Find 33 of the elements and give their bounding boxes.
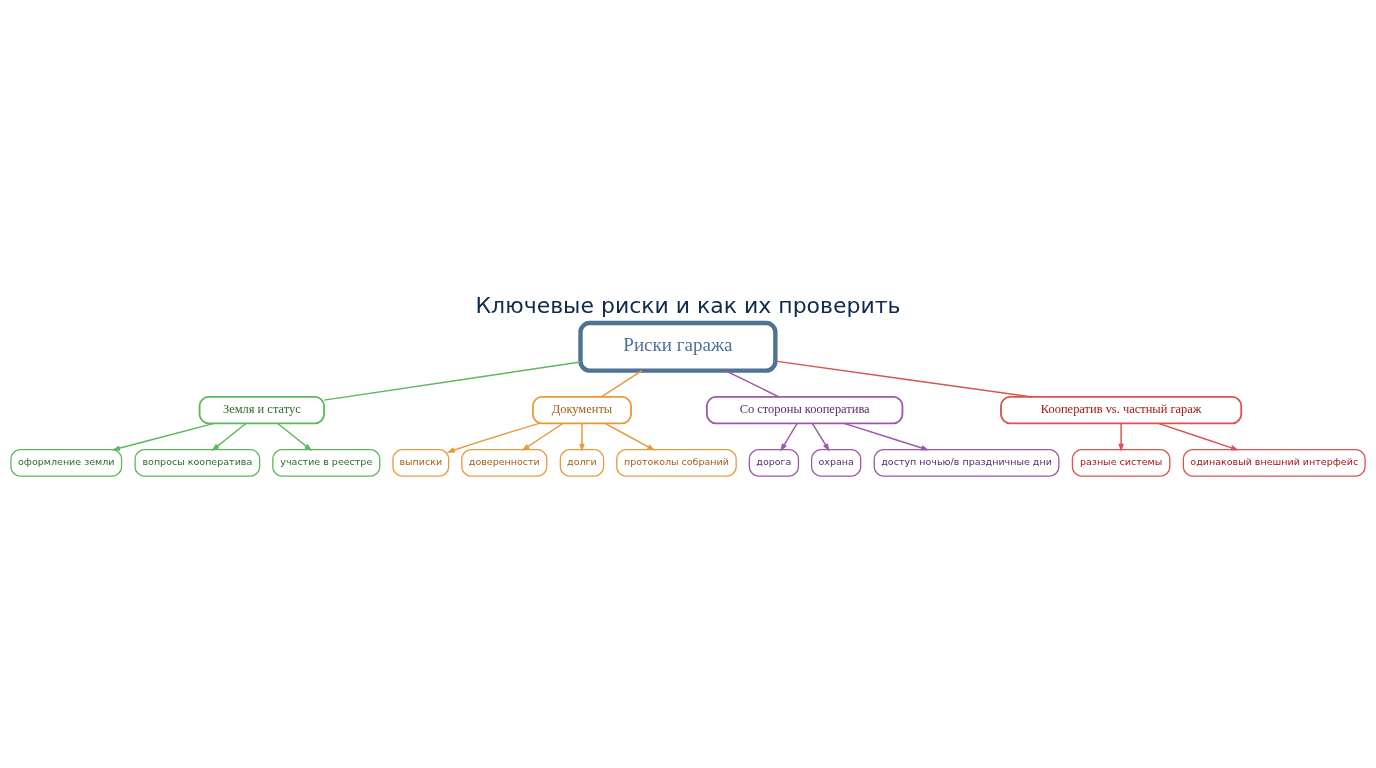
node-box: выписки (392, 448, 450, 477)
node-box: Земля и статус (198, 395, 325, 424)
node-box: доверенности (461, 448, 548, 477)
arrow (811, 422, 830, 451)
arrow (780, 422, 798, 452)
arrow (843, 422, 930, 451)
node-box: Риски гаража (578, 320, 778, 373)
arrow (1118, 422, 1124, 452)
node-box: разные системы (1071, 448, 1171, 477)
node-box: участие в реестре (272, 448, 381, 477)
node-box: Кооператив vs. частный гараж (1000, 395, 1243, 424)
connector (774, 359, 1033, 398)
arrow (579, 422, 585, 452)
arrow (277, 422, 313, 451)
arrow (1157, 422, 1239, 450)
node-box: протоколы собраний (616, 448, 737, 477)
connector (600, 369, 643, 398)
node-box: доступ ночью/в праздничные дни (873, 448, 1060, 477)
arrow (111, 422, 215, 451)
node-box: одинаковый внешний интерфейс (1182, 448, 1366, 477)
arrow (211, 422, 247, 451)
arrow (446, 422, 540, 453)
node-box: Документы (531, 395, 632, 424)
arrow (521, 422, 564, 451)
connector (323, 360, 582, 401)
node-box: оформление земли (10, 448, 123, 477)
node-box: Со стороны кооператива (705, 395, 904, 424)
arrow (604, 422, 656, 451)
node-box: охрана (810, 448, 862, 477)
node-box: долги (559, 448, 605, 477)
node-box: вопросы кооператива (134, 448, 261, 477)
node-box: дорога (748, 448, 800, 477)
diagram-title: Ключевые риски и как их проверить (475, 292, 901, 318)
